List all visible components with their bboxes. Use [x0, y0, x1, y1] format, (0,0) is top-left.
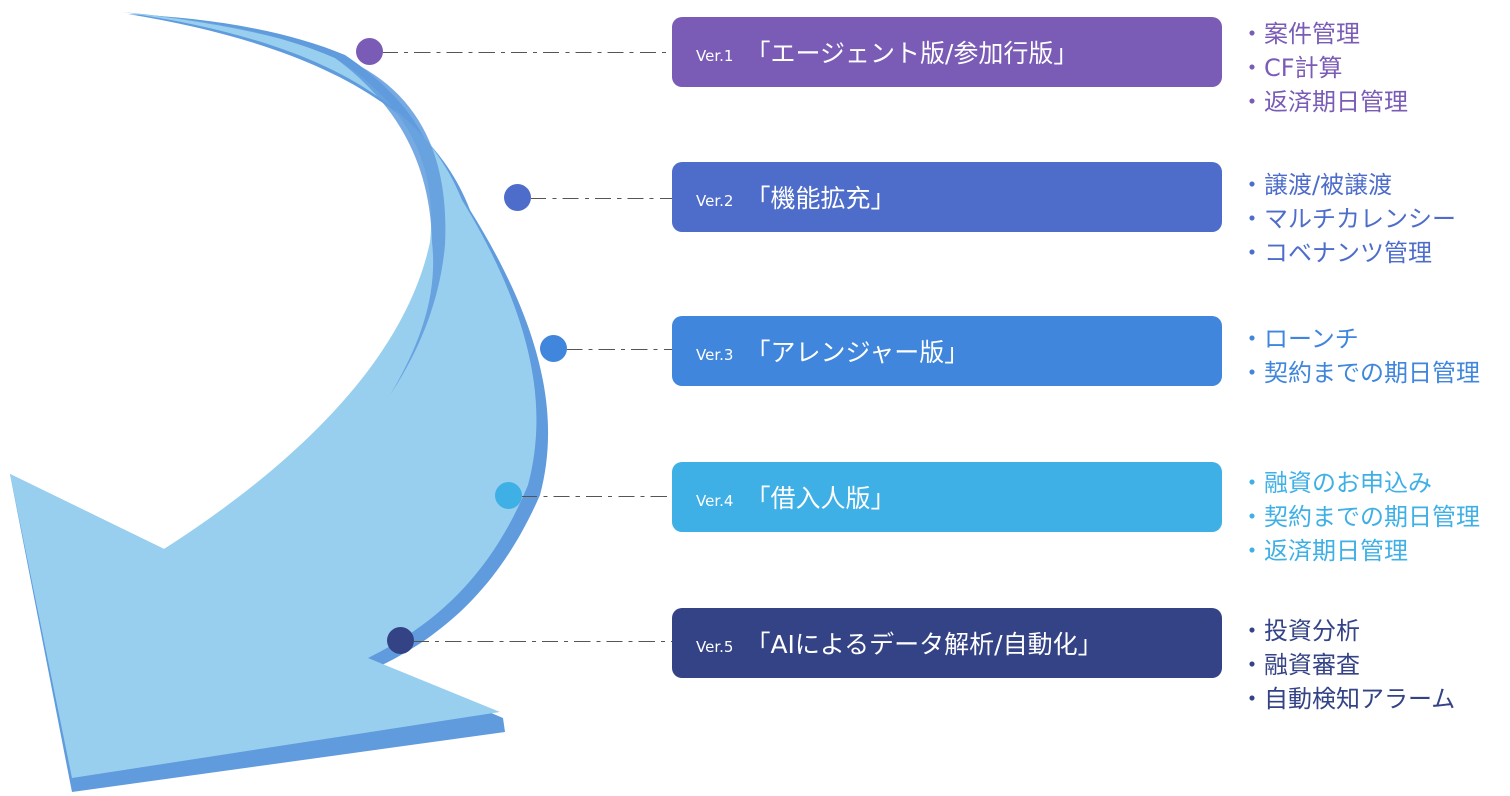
feature-item: ・ローンチ	[1240, 325, 1359, 353]
version-title: 「アレンジャー版」	[745, 338, 970, 367]
version-number: Ver.5	[696, 638, 734, 656]
feature-item: ・譲渡/被譲渡	[1240, 171, 1393, 199]
feature-item: ・投資分析	[1240, 617, 1360, 645]
connector-line-2	[531, 198, 672, 199]
version-box-3: Ver.3 「アレンジャー版」	[672, 316, 1222, 386]
version-title: 「借入人版」	[745, 484, 896, 513]
connector-line-4	[522, 496, 672, 497]
version-number: Ver.1	[696, 47, 734, 65]
feature-item: ・契約までの期日管理	[1240, 503, 1480, 531]
feature-list-4: ・融資のお申込み ・契約までの期日管理 ・返済期日管理	[1240, 466, 1480, 568]
feature-item: ・マルチカレンシー	[1240, 205, 1456, 233]
feature-item: ・自動検知アラーム	[1240, 685, 1456, 713]
feature-item: ・融資審査	[1240, 651, 1360, 679]
connector-line-5	[414, 641, 672, 642]
version-number: Ver.2	[696, 192, 734, 210]
feature-item: ・返済期日管理	[1240, 88, 1408, 116]
version-number: Ver.3	[696, 346, 734, 364]
milestone-dot-2	[504, 184, 531, 211]
feature-list-2: ・譲渡/被譲渡 ・マルチカレンシー ・コベナンツ管理	[1240, 168, 1456, 270]
version-box-2: Ver.2 「機能拡充」	[672, 162, 1222, 232]
version-number: Ver.4	[696, 492, 734, 510]
milestone-dot-1	[356, 38, 383, 65]
feature-list-5: ・投資分析 ・融資審査 ・自動検知アラーム	[1240, 614, 1455, 716]
feature-list-3: ・ローンチ ・契約までの期日管理	[1240, 322, 1480, 390]
connector-line-1	[383, 52, 672, 53]
feature-item: ・契約までの期日管理	[1240, 359, 1480, 387]
feature-item: ・返済期日管理	[1240, 537, 1408, 565]
milestone-dot-5	[387, 627, 414, 654]
version-box-5: Ver.5 「AIによるデータ解析/自動化」	[672, 608, 1222, 678]
version-title: 「AIによるデータ解析/自動化」	[745, 630, 1103, 659]
feature-item: ・融資のお申込み	[1240, 469, 1432, 497]
version-box-4: Ver.4 「借入人版」	[672, 462, 1222, 532]
feature-item: ・コベナンツ管理	[1240, 239, 1432, 267]
milestone-dot-3	[540, 335, 567, 362]
curved-arrow-top	[10, 12, 537, 778]
connector-line-3	[567, 349, 672, 350]
feature-list-1: ・案件管理 ・CF計算 ・返済期日管理	[1240, 17, 1408, 119]
version-title: 「エージェント版/参加行版」	[745, 39, 1079, 68]
version-title: 「機能拡充」	[745, 184, 896, 213]
feature-item: ・CF計算	[1240, 54, 1343, 82]
version-box-1: Ver.1 「エージェント版/参加行版」	[672, 17, 1222, 87]
feature-item: ・案件管理	[1240, 20, 1360, 48]
milestone-dot-4	[495, 482, 522, 509]
